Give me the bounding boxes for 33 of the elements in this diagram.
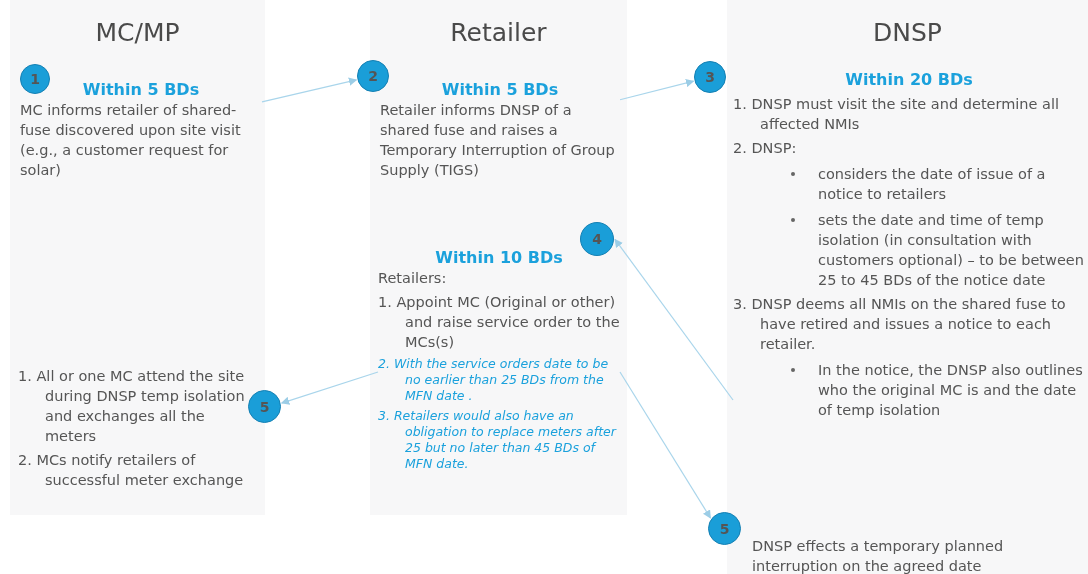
step-number-circle: 4	[580, 222, 614, 256]
note-item: 3. Retailers would also have an obligation to replace meters after 25 but no later than 45 BDs of MFN date.	[378, 408, 618, 472]
column-heading: MC/MP	[94, 18, 181, 47]
column-panel	[727, 0, 1088, 574]
list-item: 1. DNSP must visit the site and determine all affected NMIs	[733, 95, 1060, 134]
step-text: DNSP effects a temporary planned interruption on the agreed date	[752, 537, 1005, 574]
list-item: 2. MCs notify retailers of successful meter exchange	[18, 451, 245, 490]
step-text: Retailers:	[378, 269, 448, 288]
list-item: 1. Appoint MC (Original or other) and raise service order to the MCs(s)	[378, 293, 620, 352]
list-item: 1. All or one MC attend the site during DNSP temp isolation and exchanges all the meters	[18, 367, 246, 446]
arrow	[619, 78, 695, 101]
bullet-text: considers the date of issue of a notice to retailers	[818, 166, 1046, 202]
column-panel	[370, 0, 627, 515]
step-text: Retailer informs DNSP of a shared fuse and raises a Temporary Interruption of Group Supply (TIGS)	[380, 101, 616, 180]
bullet-text: In the notice, the DNSP also outlines who the original MC is and the date of temp isolation	[818, 362, 1083, 418]
list-item: 2. DNSP:	[733, 139, 798, 158]
step-number-circle: 2	[357, 60, 389, 92]
bullet-text: sets the date and time of temp isolation (in consultation with customers optional) – to be between 25 to 45 BDs of the notice date	[818, 212, 1084, 288]
column-heading: DNSP	[872, 18, 943, 47]
arrow	[280, 371, 379, 405]
deadline-heading: Within 5 BDs	[81, 80, 201, 100]
arrow	[619, 371, 712, 519]
deadline-heading: Within 5 BDs	[440, 80, 560, 100]
deadline-heading: Within 10 BDs	[434, 248, 564, 268]
column-heading: Retailer	[449, 18, 548, 47]
step-number-circle: 3	[694, 61, 726, 93]
deadline-heading: Within 20 BDs	[844, 70, 974, 90]
note-item: 2. With the service orders date to be no earlier than 25 BDs from the MFN date .	[378, 356, 610, 404]
arrow	[614, 238, 734, 401]
step-text: MC informs retailer of shared-fuse discovered upon site visit (e.g., a customer request for solar)	[20, 101, 242, 180]
arrow	[261, 77, 358, 103]
step-number-circle: 1	[20, 64, 50, 94]
list-item: 3. DNSP deems all NMIs on the shared fuse to have retired and issues a notice to each retailer.	[733, 295, 1067, 354]
